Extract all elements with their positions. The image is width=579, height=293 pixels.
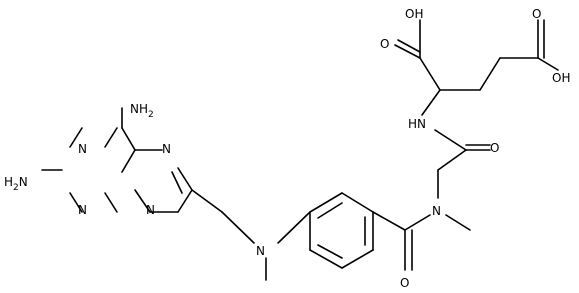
amide-bonds [372, 129, 491, 271]
label-n-ring-2: N [78, 203, 87, 217]
linker-bonds [191, 189, 311, 281]
label-n-amide: N [432, 204, 441, 218]
label-nh2-top: NH2 [130, 102, 154, 120]
label-oh-acid-2: OH [552, 71, 570, 85]
label-n-methyl-amine: N [256, 244, 265, 258]
label-n-ring-1: N [78, 142, 87, 156]
label-o-amide-2: O [490, 141, 499, 155]
label-n-ring-4: N [146, 203, 155, 217]
atom-labels: NH2 H2N N N N N N N HN O O OH O O OH [4, 7, 570, 290]
label-o-acid-1: O [380, 37, 389, 51]
label-oh-acid-1: OH [405, 7, 423, 21]
glutamate-bonds [394, 19, 559, 116]
benzene-bonds [309, 192, 374, 269]
label-o-amide-1: O [400, 276, 409, 290]
label-nh-amide: HN [408, 117, 426, 131]
label-n-ring-3: N [162, 142, 171, 156]
label-o-acid-2: O [532, 7, 541, 21]
label-h2n-left-h: H2N [4, 175, 28, 193]
pteridine-bonds [41, 107, 193, 213]
